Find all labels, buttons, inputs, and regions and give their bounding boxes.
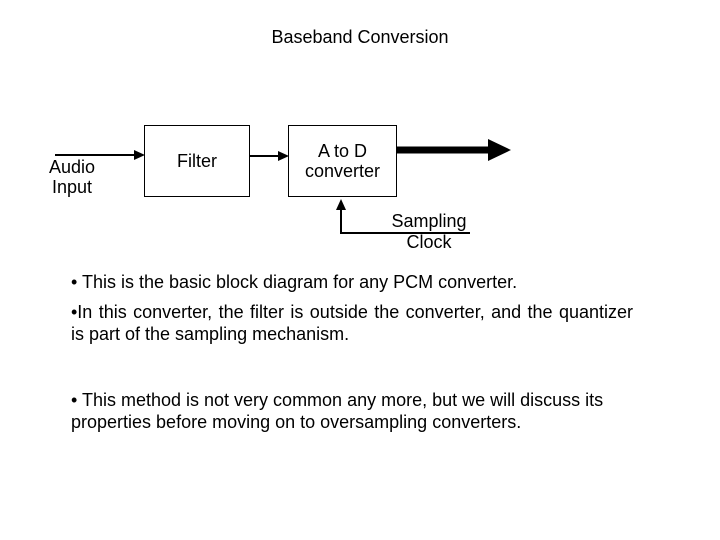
filter-block-label: Filter xyxy=(177,151,217,171)
bullet-item: •In this converter, the filter is outsid… xyxy=(71,301,633,345)
adc-output-arrow xyxy=(397,139,511,161)
sampling-clock-label-line1: Sampling xyxy=(391,211,467,231)
audio-input-label-line1: Audio xyxy=(48,157,96,177)
bullet-line: •In this converter, the filter is outsid… xyxy=(71,302,633,322)
audio-input-label: Audio Input xyxy=(40,157,104,197)
filter-block: Filter xyxy=(144,125,250,197)
sampling-clock-label: Sampling Clock xyxy=(387,211,471,253)
audio-input-label-line2: Input xyxy=(51,177,93,197)
adc-block-label-line2: converter xyxy=(304,161,381,181)
filter-to-adc-arrow xyxy=(250,151,289,161)
sampling-clock-label-line2: Clock xyxy=(406,232,452,252)
bullet-line: • This is the basic block diagram for an… xyxy=(71,272,518,292)
bullet-line: • This method is not very common any mor… xyxy=(71,390,604,410)
slide-title: Baseband Conversion xyxy=(271,27,449,47)
bullet-line: is part of the sampling mechanism. xyxy=(71,324,350,344)
adc-block: A to D converter xyxy=(288,125,397,197)
bullet-item: • This is the basic block diagram for an… xyxy=(71,271,633,293)
bullet-line: properties before moving on to oversampl… xyxy=(71,412,522,432)
adc-block-label-line1: A to D xyxy=(317,141,368,161)
bullet-item: • This method is not very common any mor… xyxy=(71,389,633,433)
